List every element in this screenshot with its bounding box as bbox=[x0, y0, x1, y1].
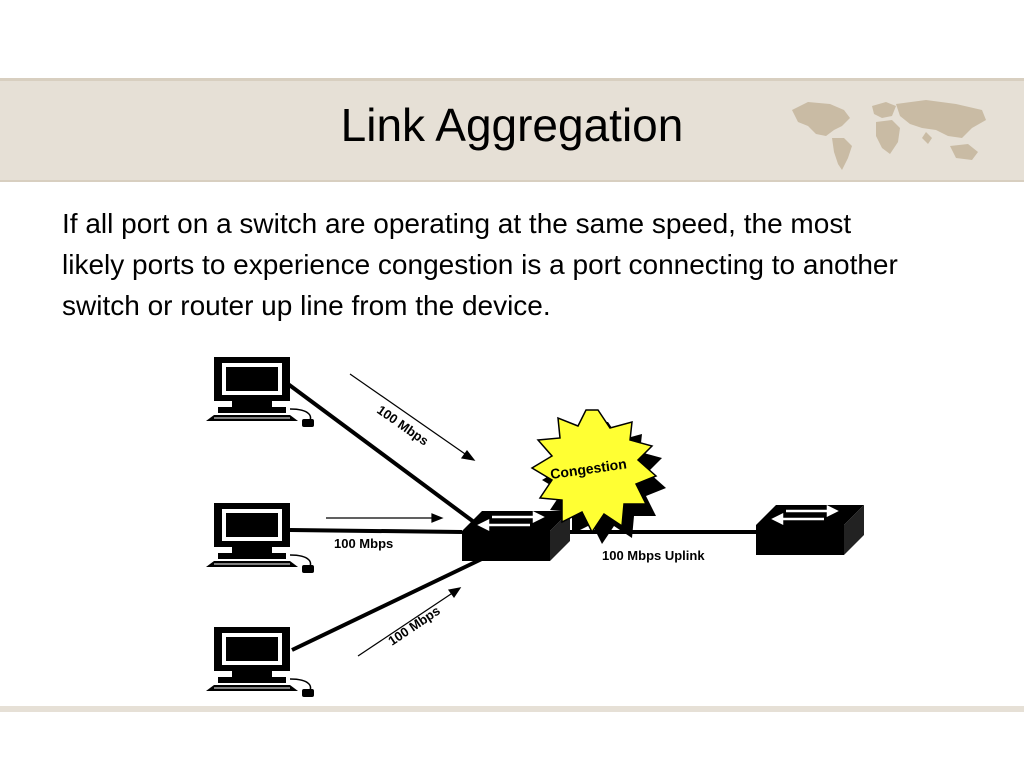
body-text: If all port on a switch are operating at… bbox=[62, 208, 898, 321]
computer-middle-icon bbox=[205, 502, 315, 574]
switch-uplink-icon bbox=[754, 503, 866, 557]
link-bottom-label: 100 Mbps bbox=[385, 603, 443, 649]
link-top bbox=[286, 382, 484, 530]
title-band bbox=[0, 78, 1024, 182]
arrow-bottom bbox=[357, 591, 455, 657]
link-bottom bbox=[291, 554, 489, 652]
link-middle bbox=[289, 528, 463, 534]
arrow-top bbox=[349, 373, 469, 457]
bottom-rule bbox=[0, 706, 1024, 712]
uplink-label: 100 Mbps Uplink bbox=[602, 548, 705, 563]
slide-title: Link Aggregation bbox=[340, 99, 684, 151]
link-middle-label: 100 Mbps bbox=[334, 536, 393, 551]
congestion-starburst bbox=[530, 409, 666, 544]
world-map-icon bbox=[792, 100, 986, 170]
computer-bottom-icon bbox=[205, 626, 315, 698]
switch-main-icon bbox=[460, 509, 572, 563]
